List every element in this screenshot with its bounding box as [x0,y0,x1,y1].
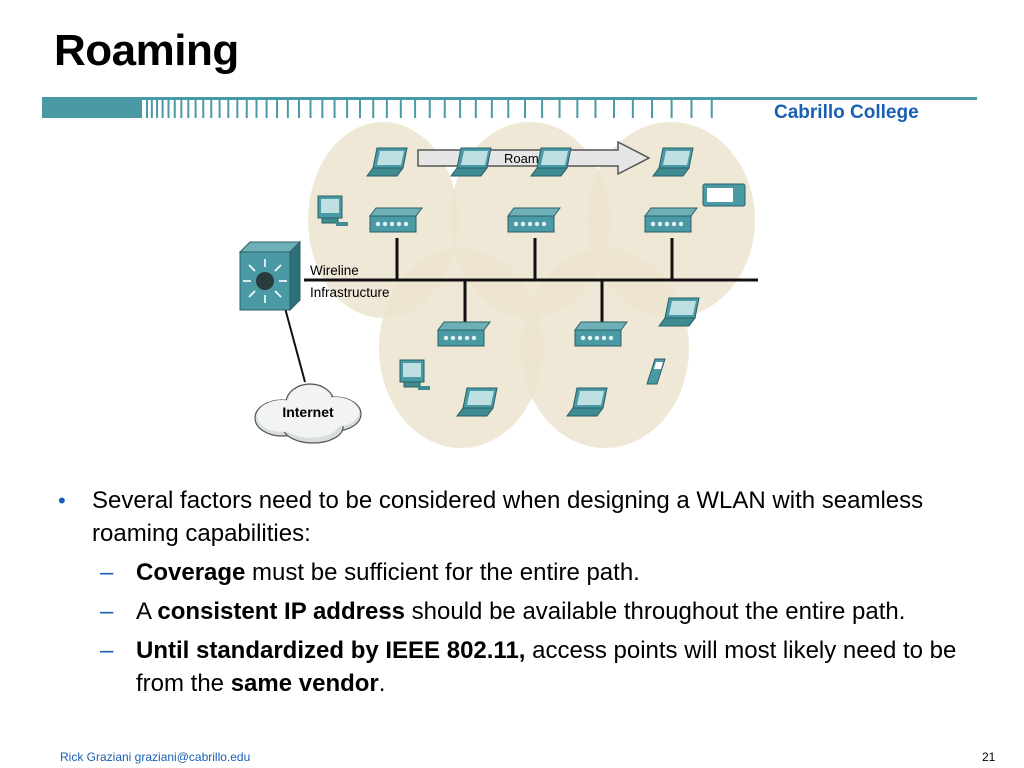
sub-bullet-vendor: Until standardized by IEEE 802.11, acces… [136,634,998,700]
dash-icon: – [100,598,114,625]
roaming-network-diagram: Roaming Wireline Infrastructure [238,122,758,448]
sub-bullet-coverage: Coverage must be sufficient for the enti… [136,556,640,589]
pda-device-icon [702,183,746,207]
wireline-label-1: Wireline [310,263,359,278]
laptop-icon [456,387,498,417]
slide-body: • Several factors need to be considered … [58,484,998,700]
laptop-icon [652,147,694,177]
vendor-bold: same vendor [230,670,379,697]
slide-title: Roaming [54,26,239,75]
mobile-phone-icon [646,358,666,385]
access-point-icon [369,207,423,233]
brand-logo-text: Cabrillo College [774,102,919,123]
wireless-clients [317,147,746,417]
main-bullet-text: Several factors need to be considered wh… [92,487,924,547]
coverage-cell [521,248,689,448]
access-points [369,207,698,347]
sub-bullet-ip: A consistent IP address should be availa… [136,595,905,628]
access-point-icon [574,321,628,347]
access-point-icon [644,207,698,233]
laptop-icon [658,297,700,327]
access-point-icon [437,321,491,347]
page-number: 21 [982,750,996,764]
bullet-dot-icon: • [58,488,66,513]
access-point-icon [507,207,561,233]
header-stripe-bar [42,97,977,118]
coverage-bold: Coverage [136,559,246,586]
laptop-icon [566,387,608,417]
laptop-icon [366,147,408,177]
coverage-rest: must be sufficient for the entire path. [245,559,640,586]
internet-cloud-icon: Internet [254,383,362,444]
dash-icon: – [100,637,114,664]
laptop-icon [450,147,492,177]
vendor-mid: access points will most likely need to b… [136,637,957,697]
standard-bold: Until standardized by IEEE 802.11, [136,637,526,664]
ip-rest: should be available throughout the entir… [405,598,906,625]
vendor-end: . [378,670,386,697]
laptop-icon [530,147,572,177]
ip-pre: A [136,598,158,625]
internet-label: Internet [282,404,334,420]
footer-author: Rick Graziani graziani@cabrillo.edu [60,750,251,764]
wireline-label-2: Infrastructure [310,285,390,300]
desktop-computer-icon [317,195,348,226]
desktop-computer-icon [399,359,430,390]
dash-icon: – [100,559,114,586]
switch-icon [238,240,302,312]
coverage-cell [379,248,543,448]
ip-bold: consistent IP address [157,598,406,625]
wireline-bus [284,238,758,383]
